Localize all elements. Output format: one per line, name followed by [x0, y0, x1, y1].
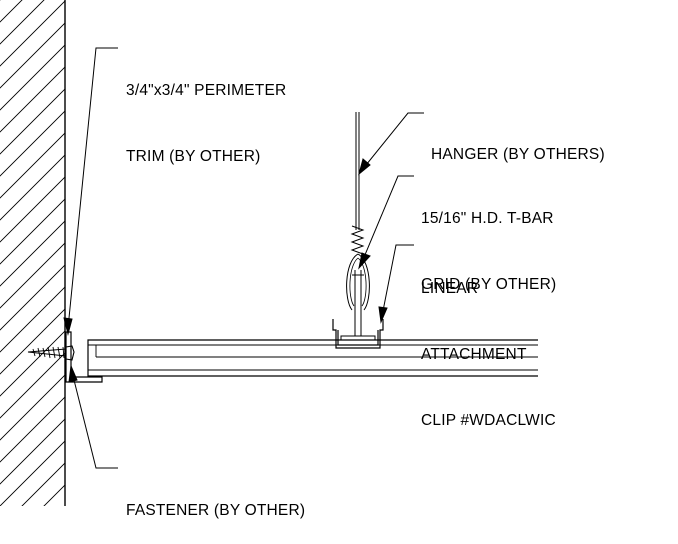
leader-hanger	[358, 112, 424, 176]
ceiling-panel	[87, 339, 538, 377]
wall	[0, 0, 66, 506]
label-attachment-clip-line-3: CLIP #WDACLWIC	[421, 412, 556, 429]
label-tbar-grid-line-2: GRID (BY OTHER)	[421, 276, 557, 293]
label-hanger: HANGER (BY OTHERS)	[431, 100, 605, 188]
hanger-wire	[346, 112, 370, 311]
label-fastener: FASTENER (BY OTHER)	[126, 456, 305, 544]
tbar-grid	[340, 270, 376, 341]
leader-fastener	[68, 364, 118, 469]
ceiling-detail-drawing	[0, 0, 538, 506]
label-fastener-line-1: FASTENER (BY OTHER)	[126, 502, 306, 519]
label-tbar-grid: 15/16" H.D. T-BAR GRID (BY OTHER)	[421, 164, 556, 318]
attachment-clip	[332, 319, 384, 349]
label-perimeter-trim: 3/4"x3/4" PERIMETER TRIM (BY OTHER)	[126, 36, 286, 190]
label-attachment-clip-line-2: ATTACHMENT	[421, 346, 527, 363]
fastener-screw	[27, 345, 75, 361]
label-attachment-clip: LINEAR ATTACHMENT CLIP #WDACLWIC	[421, 234, 556, 454]
label-attachment-clip-line-1: LINEAR	[421, 280, 479, 297]
leader-attachment-clip	[378, 244, 414, 324]
leader-perimeter-trim	[63, 47, 118, 336]
label-tbar-grid-line-1: 15/16" H.D. T-BAR	[421, 210, 554, 227]
leader-tbar-grid	[358, 175, 414, 270]
label-perimeter-trim-line-1: 3/4"x3/4" PERIMETER	[126, 82, 287, 99]
label-perimeter-trim-line-2: TRIM (BY OTHER)	[126, 148, 261, 165]
perimeter-trim	[65, 331, 103, 383]
label-hanger-line-1: HANGER (BY OTHERS)	[431, 146, 605, 163]
